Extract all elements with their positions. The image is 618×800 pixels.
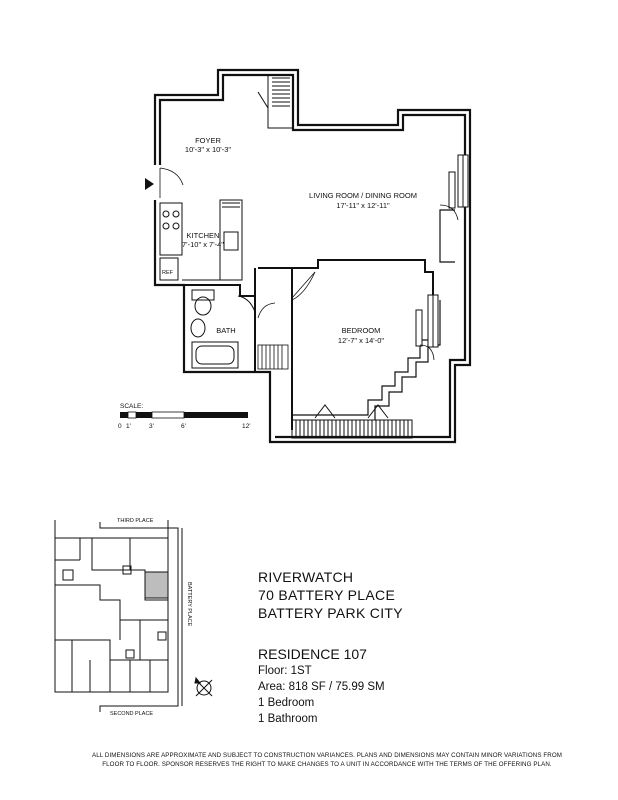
residence-floor: Floor: 1ST xyxy=(258,665,312,677)
ref-label: REF xyxy=(162,270,174,276)
living-label: LIVING ROOM / DINING ROOM xyxy=(309,191,417,200)
building-neighborhood: BATTERY PARK CITY xyxy=(258,605,403,621)
second-place-label: SECOND PLACE xyxy=(110,711,153,717)
residence-block: RESIDENCE 107 Floor: 1ST Area: 818 SF / … xyxy=(258,645,385,727)
foyer-label: FOYER xyxy=(195,136,221,145)
linen-closet xyxy=(257,302,289,370)
windows xyxy=(415,154,469,348)
stair-block xyxy=(257,75,293,129)
living-dims: 17'-11" x 12'-11" xyxy=(336,201,390,210)
residence-bathrooms: 1 Bathroom xyxy=(258,713,318,725)
scale-tick: 0 xyxy=(118,423,122,430)
disclaimer: ALL DIMENSIONS ARE APPROXIMATE AND SUBJE… xyxy=(92,751,562,769)
compass-icon xyxy=(194,676,213,697)
scale-bar: SCALE: 0 1' 3' 6' 12' xyxy=(118,403,250,430)
battery-place-label: BATTERY PLACE xyxy=(186,582,192,627)
bath-fixtures xyxy=(190,289,256,369)
kitchen-label: KITCHEN xyxy=(187,231,220,240)
building-block: RIVERWATCH 70 BATTERY PLACE BATTERY PARK… xyxy=(258,568,403,622)
bedroom-closet xyxy=(291,404,413,439)
scale-tick: 6' xyxy=(181,423,186,430)
bedroom-label: BEDROOM xyxy=(342,326,381,335)
residence-bedrooms: 1 Bedroom xyxy=(258,697,315,709)
scale-tick: 3' xyxy=(149,423,154,430)
foyer-dims: 10'-3" x 10'-3" xyxy=(185,145,231,154)
window-swings xyxy=(419,204,459,361)
scale-tick: 1' xyxy=(126,423,131,430)
third-place-label: THIRD PLACE xyxy=(117,518,154,524)
disclaimer-line-2: FLOOR TO FLOOR. SPONSOR RESERVES THE RIG… xyxy=(102,761,552,768)
bedroom-dims: 12'-7" x 14'-0" xyxy=(338,336,384,345)
bath-label: BATH xyxy=(216,326,235,335)
disclaimer-line-1: ALL DIMENSIONS ARE APPROXIMATE AND SUBJE… xyxy=(92,752,562,759)
building-address: 70 BATTERY PLACE xyxy=(258,587,396,603)
kitchen-counters xyxy=(159,199,243,281)
residence-area: Area: 818 SF / 75.99 SM xyxy=(258,681,385,693)
kitchen-dims: 7'-10" x 7'-4" xyxy=(182,240,224,249)
scale-title: SCALE: xyxy=(120,403,143,410)
building-name: RIVERWATCH xyxy=(258,569,354,585)
key-plan xyxy=(54,520,183,712)
scale-tick: 12' xyxy=(242,423,250,430)
bedroom-door xyxy=(291,271,316,301)
entry-door xyxy=(145,167,184,198)
exterior-walls xyxy=(153,68,472,444)
interior-walls xyxy=(184,259,434,430)
residence-title: RESIDENCE 107 xyxy=(258,646,367,662)
